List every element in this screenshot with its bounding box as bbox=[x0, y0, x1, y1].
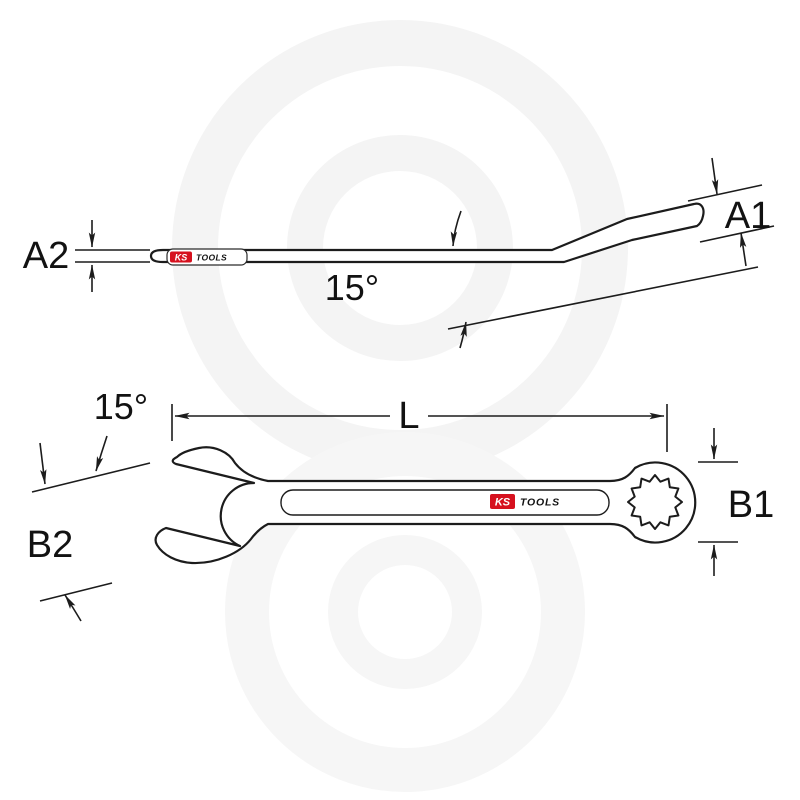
dimension-b1: B1 bbox=[698, 428, 774, 576]
angle-label-side: 15° bbox=[325, 267, 379, 308]
b1-label: B1 bbox=[728, 484, 774, 526]
angle-reference-line bbox=[447, 266, 759, 330]
wrench-side-profile bbox=[149, 202, 705, 264]
a1-extension-line-top bbox=[687, 184, 763, 202]
jaw-angle-arrow bbox=[95, 435, 108, 472]
jaw-angle-reference-line bbox=[31, 462, 151, 493]
b2-arrow-top bbox=[39, 442, 47, 485]
side-view-group: KS TOOLS A2 15° A1 bbox=[23, 157, 775, 349]
top-view-group: KS TOOLS L B1 15° bbox=[27, 386, 774, 622]
angle-arrow-upper bbox=[450, 210, 462, 247]
b2-extension-line-bottom bbox=[39, 582, 113, 602]
dimension-b2: B2 bbox=[27, 442, 113, 622]
dimension-length: L bbox=[171, 395, 668, 452]
b2-arrow-bottom bbox=[64, 594, 82, 622]
brand-badge-top: KS TOOLS bbox=[490, 494, 560, 509]
a2-label: A2 bbox=[23, 235, 69, 277]
shaft-panel-outline bbox=[280, 489, 610, 516]
brand-ks-box bbox=[170, 251, 192, 263]
a1-extension-line-bottom bbox=[699, 225, 775, 243]
watermark-ring bbox=[225, 432, 585, 792]
a1-arrow-bottom bbox=[740, 232, 747, 267]
brand-tools-text: TOOLS bbox=[520, 497, 560, 509]
dimension-a1: A1 bbox=[687, 157, 775, 267]
brand-badge-side: KS TOOLS bbox=[166, 248, 248, 266]
brand-tools-text: TOOLS bbox=[196, 253, 227, 263]
brand-ks-text: KS bbox=[495, 497, 511, 509]
watermark-ring bbox=[172, 20, 628, 476]
angle-arrow-lower bbox=[459, 321, 467, 349]
watermark-ring bbox=[287, 135, 513, 361]
watermark-ring bbox=[328, 535, 482, 689]
angle-15-top: 15° bbox=[31, 386, 151, 493]
ring-socket-star-hole bbox=[627, 474, 683, 530]
a1-label: A1 bbox=[725, 195, 771, 237]
angle-15-side: 15° bbox=[325, 210, 759, 349]
wrench-top-profile bbox=[154, 446, 697, 565]
length-label: L bbox=[398, 395, 419, 437]
brand-ks-box bbox=[490, 494, 515, 509]
a1-arrow-top bbox=[711, 157, 719, 195]
b2-label: B2 bbox=[27, 524, 73, 566]
brand-ks-text: KS bbox=[175, 253, 188, 263]
angle-label-top: 15° bbox=[94, 386, 148, 427]
dimension-a2: A2 bbox=[23, 220, 150, 292]
